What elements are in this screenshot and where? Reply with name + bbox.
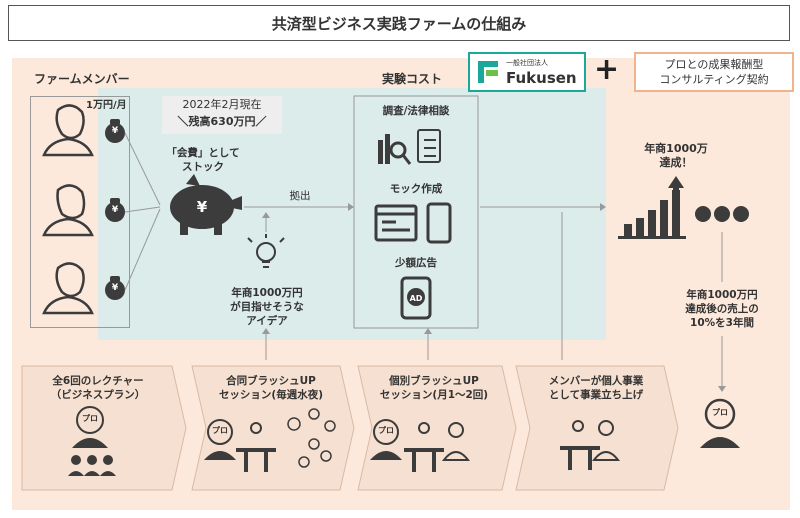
checklist-icon (417, 129, 441, 163)
step-group-line1: 合同ブラッシュUP (226, 375, 316, 387)
money-bag-icon (695, 206, 749, 222)
growth-chart-icon (618, 190, 686, 239)
mock-label: モック作成 (389, 183, 443, 195)
research-label: 調査/法律相談 (382, 105, 450, 117)
step-group-line2: セッション(毎週水夜) (218, 389, 324, 401)
pro-label: プロ (712, 408, 728, 417)
experiment-box (353, 95, 479, 329)
plus-sign: + (594, 52, 620, 87)
member-person-icon (448, 422, 464, 438)
step-lecture-line2: （ビジネスプラン） (50, 389, 146, 401)
logo-name: Fukusen (506, 68, 577, 87)
idea-line2: が目指せそうな (230, 301, 304, 313)
participants-icon (287, 408, 336, 468)
money-bag-icon (105, 119, 125, 143)
pro-label: プロ (82, 414, 98, 423)
step-individual-session: 個別ブラッシュUP セッション(月1〜2回) (368, 374, 500, 402)
stock-label: 「会費」として ストック (158, 146, 248, 174)
member-person-icon (42, 184, 94, 237)
ad-label: AD (410, 294, 423, 303)
members-label: ファームメンバー (34, 72, 130, 86)
goal-label: 年商1000万 達成！ (626, 142, 726, 170)
contract-box: プロとの成果報酬型 コンサルティング契約 (634, 52, 794, 92)
members-box (30, 96, 130, 328)
experiment-label: 実験コスト (382, 72, 443, 86)
title-text: 共済型ビジネス実践ファームの仕組み (271, 14, 527, 33)
fukusen-logo: 一般社団法人 Fukusen (468, 52, 586, 92)
up-arrow-icon (668, 176, 684, 192)
pro-person-icon (207, 419, 233, 445)
member-person-icon (42, 104, 94, 157)
balance-callout: 2022年2月現在 ＼残高630万円／ (162, 96, 282, 134)
contract-line1: プロとの成果報酬型 (664, 58, 764, 71)
piggy-bank-icon (170, 174, 242, 235)
money-bag-icon (105, 276, 125, 300)
lightbulb-icon (247, 234, 285, 268)
step-individual-line1: 個別ブラッシュUP (389, 375, 479, 387)
idea-line1: 年商1000万円 (231, 287, 303, 299)
lightbulb-icon (250, 422, 262, 434)
member-person-icon (598, 420, 614, 436)
yen-symbol: ¥ (111, 126, 119, 136)
stock-line1: 「会費」として (166, 147, 240, 159)
pro-person-icon (700, 398, 740, 448)
contract-line2: コンサルティング契約 (659, 73, 769, 86)
idea-label: 年商1000万円 が目指せそうな アイデア (212, 286, 322, 328)
withdraw-label: 拠出 (289, 190, 311, 202)
member-flow-lines (124, 132, 161, 291)
revenue-share-line1: 年商1000万円 (686, 289, 758, 301)
lightbulb-icon (418, 422, 430, 434)
session-table-icon (404, 448, 444, 472)
browser-mock-icon (374, 204, 418, 242)
session-table-icon (236, 448, 276, 472)
step-launch-line1: メンバーが個人事業 (548, 375, 644, 387)
ads-label: 少額広告 (395, 257, 437, 269)
pro-person-icon (76, 406, 104, 434)
step-individual-line2: セッション(月1〜2回) (379, 389, 489, 401)
session-table-icon (560, 446, 600, 470)
step-launch: メンバーが個人事業 として事業立ち上げ (528, 374, 664, 402)
step-group-session: 合同ブラッシュUP セッション(毎週水夜) (204, 374, 338, 402)
fukusen-mark-icon (478, 61, 498, 83)
ad-phone-icon (400, 276, 432, 320)
goal-line1: 年商1000万 (644, 142, 708, 155)
member-fee: 1万円/月 (86, 100, 127, 111)
goal-line2: 達成！ (659, 156, 693, 169)
revenue-share-label: 年商1000万円 達成後の売上の 10%を3年間 (664, 288, 780, 330)
step-launch-line2: として事業立ち上げ (548, 389, 644, 401)
member-person-icon (42, 262, 94, 315)
step-lecture-line1: 全6回のレクチャー (52, 375, 144, 387)
research-icon (378, 134, 412, 165)
stock-line2: ストック (182, 161, 224, 173)
pro-label: プロ (378, 426, 394, 435)
idea-line3: アイデア (246, 315, 288, 327)
balance-date: 2022年2月現在 (182, 98, 262, 111)
balance-amount: ＼残高630万円／ (177, 115, 267, 128)
pro-person-icon (373, 419, 399, 445)
lightbulb-icon (572, 420, 584, 432)
step-lecture: 全6回のレクチャー （ビジネスプラン） (28, 374, 168, 402)
yen-symbol: ¥ (111, 205, 119, 215)
yen-symbol: ¥ (111, 283, 119, 293)
pro-label: プロ (212, 426, 228, 435)
revenue-share-line2: 達成後の売上の (685, 303, 759, 315)
audience-icon (68, 455, 116, 476)
smartphone-mock-icon (426, 202, 452, 244)
logo-subtitle: 一般社団法人 (506, 58, 548, 67)
yen-symbol: ¥ (197, 198, 208, 216)
page-title: 共済型ビジネス実践ファームの仕組み (8, 5, 790, 41)
revenue-share-line3: 10%を3年間 (690, 317, 754, 329)
money-bag-icon (105, 198, 125, 222)
